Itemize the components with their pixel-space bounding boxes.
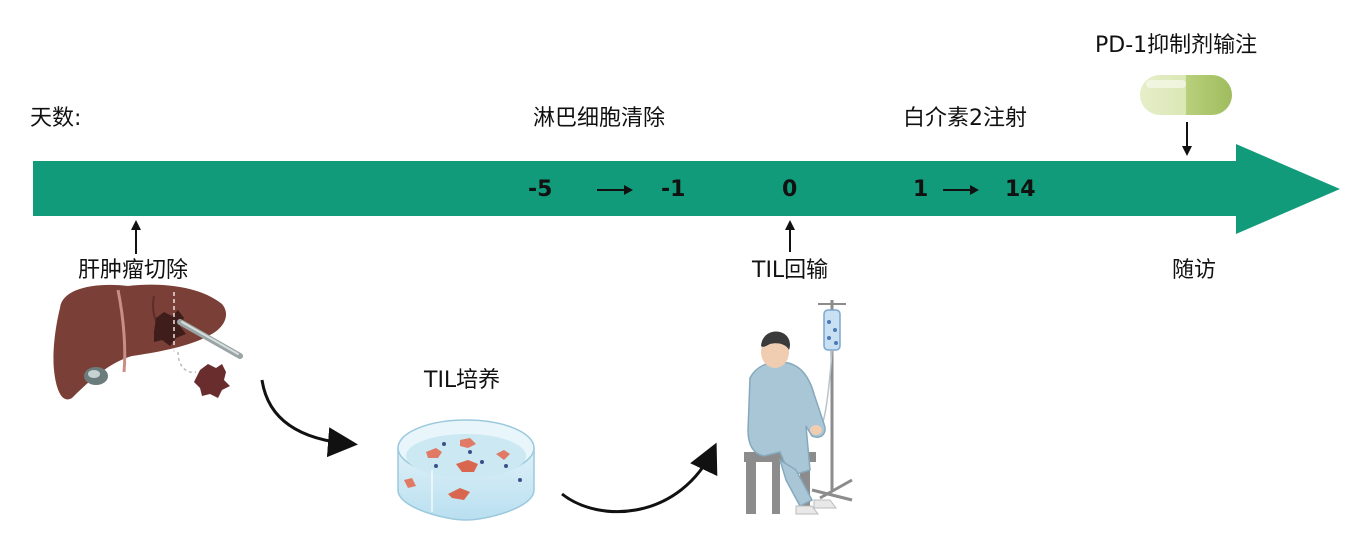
infusion-pointer-arrow	[785, 220, 795, 252]
lymphodepletion-label: 淋巴细胞清除	[533, 106, 666, 131]
days-label: 天数:	[30, 106, 82, 131]
resection-label: 肝肿瘤切除	[78, 258, 189, 283]
flow-arrow-to-patient	[561, 442, 718, 514]
pill-icon	[1140, 75, 1232, 115]
timeline-arrow	[33, 144, 1340, 234]
flow-arrow-to-culture	[260, 379, 358, 458]
iv-drip-icon	[811, 300, 853, 502]
tumor-icon	[177, 351, 230, 398]
petri-dish-icon	[397, 419, 535, 521]
tick-14: 14	[1005, 177, 1036, 202]
tick-1: 1	[913, 177, 929, 202]
tick-minus-1: -1	[661, 177, 686, 202]
range-arrow-lymphodepletion	[597, 185, 633, 195]
range-arrow-il2	[943, 185, 979, 195]
liver-icon	[53, 284, 227, 400]
til-infusion-label: TIL回输	[752, 258, 829, 283]
tick-minus-5: -5	[528, 177, 553, 202]
il2-injection-label: 白介素2注射	[903, 106, 1027, 131]
pd1-infusion-label: PD-1抑制剂输注	[1095, 33, 1258, 58]
patient-icon	[744, 331, 837, 515]
pd1-pointer-arrow	[1182, 122, 1192, 156]
scalpel-icon	[177, 319, 243, 359]
til-culture-label: TIL培养	[424, 368, 501, 393]
tick-0: 0	[782, 177, 798, 202]
resection-pointer-arrow	[131, 220, 141, 254]
follow-up-label: 随访	[1172, 258, 1217, 283]
